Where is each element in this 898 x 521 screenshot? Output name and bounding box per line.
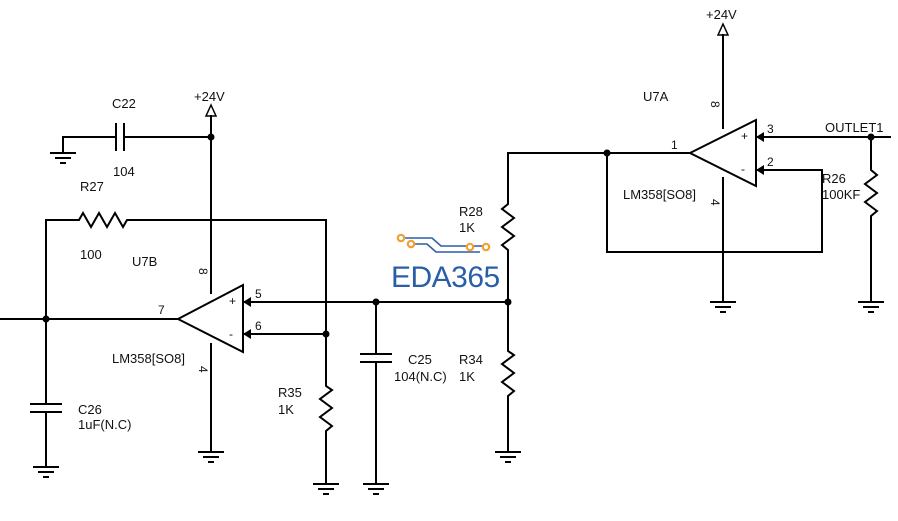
power-label: +24V — [194, 89, 225, 104]
r28-value: 1K — [459, 220, 475, 235]
u7a-pin2: 2 — [767, 155, 774, 169]
pad-icon — [481, 242, 491, 252]
u7a-minus-sign: - — [741, 162, 745, 176]
u7a-pin1: 1 — [671, 138, 678, 152]
capacitor-c25: C25 104(N.C) — [360, 301, 447, 495]
r26-value: 100KF — [822, 187, 860, 202]
junction-dot — [504, 298, 512, 306]
opamp-u7a: + - U7A 8 4 LM358[SO8] 1 3 2 — [623, 89, 774, 206]
capacitor-c26: C26 1uF(N.C) — [30, 318, 131, 478]
u7a-pin8: 8 — [708, 101, 722, 108]
pad-icon — [396, 233, 406, 243]
u7b-pin6: 6 — [255, 319, 262, 333]
c26-ref: C26 — [78, 402, 102, 417]
c22-ref: C22 — [112, 96, 136, 111]
u7b-ref: U7B — [132, 254, 157, 269]
junction-dot — [372, 298, 380, 306]
resistor-r34: R34 1K — [459, 301, 522, 463]
r35-value: 1K — [278, 402, 294, 417]
junction-dot — [603, 149, 611, 157]
resistor-r27: R27 100 — [45, 179, 327, 335]
power-symbol-u7a: +24V — [706, 7, 737, 36]
u7b-pin5: 5 — [255, 287, 262, 301]
u7a-ref: U7A — [643, 89, 669, 104]
r27-ref: R27 — [80, 179, 104, 194]
c25-value: 104(N.C) — [394, 369, 447, 384]
resistor-r26: R26 100KF — [822, 136, 885, 313]
c25-ref: C25 — [408, 352, 432, 367]
u7a-pin3: 3 — [767, 122, 774, 136]
ground-symbol — [197, 451, 225, 463]
u7b-pin7: 7 — [158, 303, 165, 317]
pad-icon — [406, 239, 416, 249]
r35-ref: R35 — [278, 385, 302, 400]
power-symbol-u7b: +24V — [194, 89, 225, 117]
u7b-pin8: 8 — [196, 268, 210, 275]
r28-ref: R28 — [459, 204, 483, 219]
pin-arrow — [243, 329, 251, 339]
eda365-logo: EDA365 — [391, 233, 500, 294]
u7a-pin4: 4 — [708, 199, 722, 206]
r34-ref: R34 — [459, 352, 483, 367]
pad-icon — [465, 242, 475, 252]
pin-arrow — [756, 165, 764, 175]
u7a-feedback-wire — [606, 152, 823, 253]
resistor-r35: R35 1K — [278, 333, 340, 495]
capacitor-c22: C22 104 — [49, 96, 212, 179]
opamp-u7b: + - U7B 8 4 LM358[SO8] 7 5 6 — [112, 254, 262, 373]
ground-symbol — [709, 301, 737, 313]
r34-value: 1K — [459, 369, 475, 384]
r27-value: 100 — [80, 247, 102, 262]
logo-text: EDA365 — [391, 261, 500, 294]
u7a-part: LM358[SO8] — [623, 187, 696, 202]
u7b-part: LM358[SO8] — [112, 351, 185, 366]
u7b-pin4: 4 — [196, 366, 210, 373]
outlet-net-label: OUTLET1 — [825, 120, 884, 135]
pin-arrow — [243, 297, 251, 307]
resistor-r28: R28 1K — [459, 152, 691, 303]
u7b-plus-sign: + — [229, 294, 236, 308]
r26-ref: R26 — [822, 171, 846, 186]
u7a-plus-sign: + — [741, 129, 748, 143]
c22-value: 104 — [113, 164, 135, 179]
power-label: +24V — [706, 7, 737, 22]
c26-value: 1uF(N.C) — [78, 417, 131, 432]
u7b-minus-sign: - — [229, 327, 233, 341]
